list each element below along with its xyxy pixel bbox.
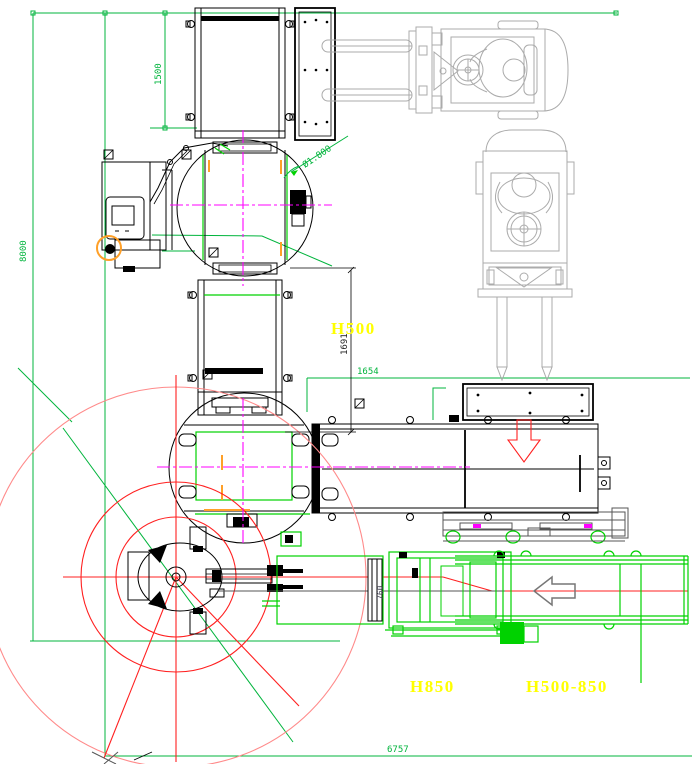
dimension-labels: 8000 1500 1654 Ø1.800 1691 760 6757	[19, 63, 409, 755]
dim-1800: Ø1.800	[301, 143, 334, 170]
outfeed-chain-conveyor	[455, 550, 689, 683]
transfer-roller-conveyor	[311, 416, 611, 521]
forklift-1	[321, 20, 569, 120]
robot-arm	[205, 565, 303, 598]
robot-work-envelope	[0, 375, 688, 764]
drop-direction-arrow	[506, 419, 542, 463]
operator-1	[478, 38, 528, 98]
hmi-screen	[111, 205, 135, 226]
fork-left	[496, 296, 508, 368]
corner-marks	[91, 751, 153, 764]
label-h850: H850	[410, 677, 455, 696]
centerlines	[157, 130, 470, 545]
turntable-conveyor-1	[176, 139, 314, 277]
shuttle-car-side-view	[442, 507, 629, 544]
datum-markers	[103, 149, 365, 409]
dim-1691: 1691	[340, 333, 350, 355]
forklift-2	[475, 129, 575, 382]
conveyor-motor	[500, 622, 524, 644]
dim-6757: 6757	[387, 745, 409, 755]
fork-right	[541, 296, 553, 368]
station-labels: H500 H850 H500-850	[331, 319, 608, 696]
dim-1654: 1654	[357, 367, 379, 377]
rotary-arm-hub	[96, 235, 122, 261]
label-h500-850: H500-850	[526, 677, 608, 696]
palletizing-robot	[127, 526, 505, 635]
pallet-load-panel-2	[449, 383, 594, 422]
turntable-motor	[290, 190, 306, 214]
control-panel	[105, 196, 145, 240]
pallet-load-panel-top	[294, 7, 336, 141]
operator-2	[497, 177, 551, 215]
roller-conveyor-2	[187, 279, 293, 416]
dim-8000: 8000	[19, 240, 29, 262]
infeed-roller-conveyor	[185, 7, 295, 139]
robot-outfeed-slat-conveyor	[262, 531, 384, 625]
flow-direction-arrow	[532, 575, 576, 607]
dimension-frame	[17, 10, 692, 757]
label-h500: H500	[331, 319, 376, 338]
dim-760: 760	[376, 585, 385, 600]
dim-1500: 1500	[154, 63, 164, 85]
stretch-wrapper-machine	[96, 142, 365, 409]
steering-wheel-1	[452, 54, 484, 86]
